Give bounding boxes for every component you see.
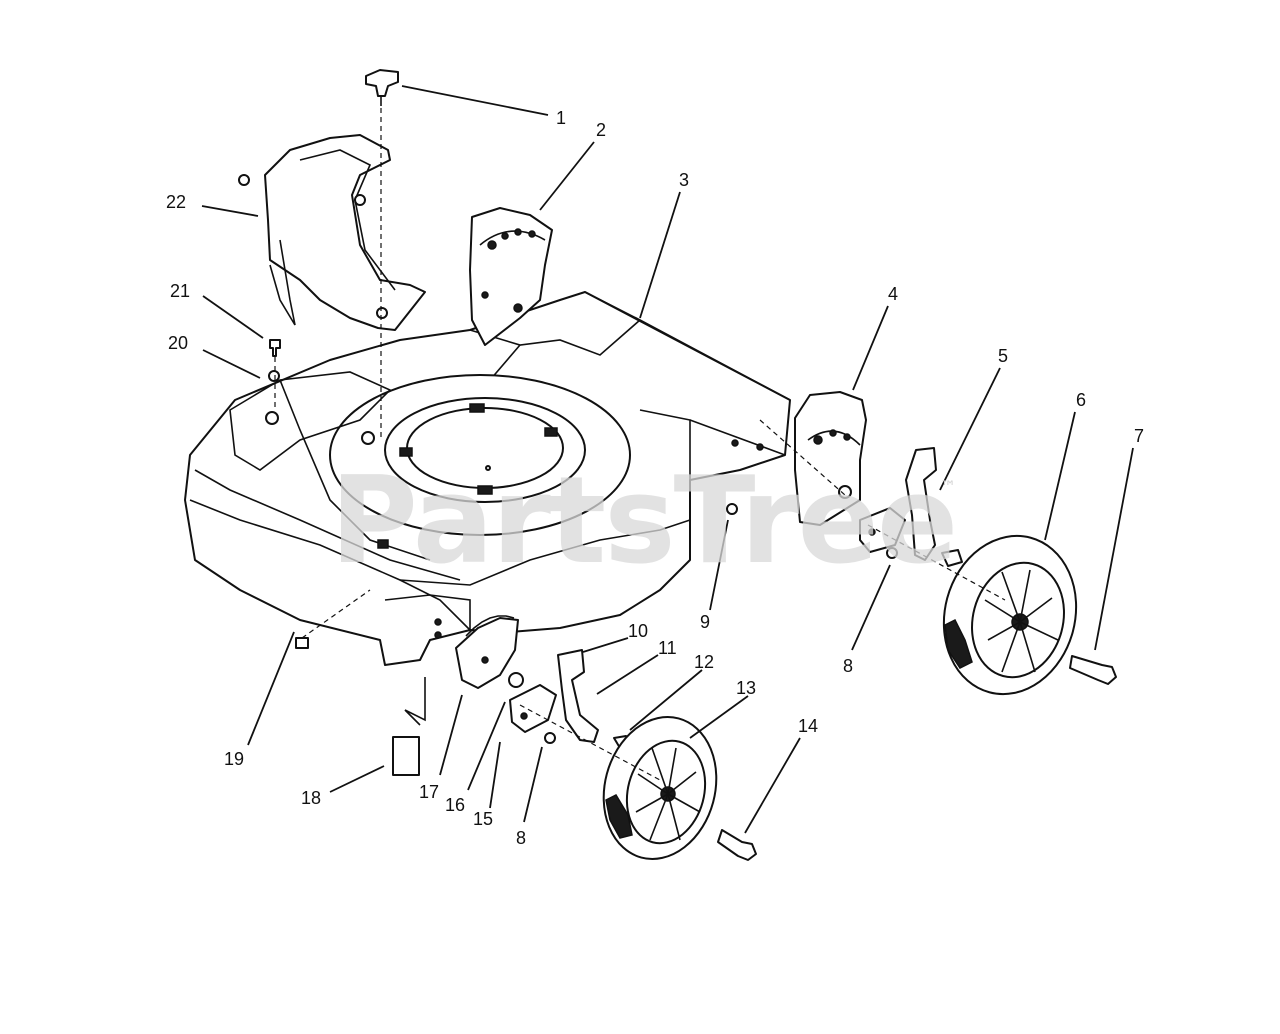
- watermark-trademark: ™: [940, 477, 956, 496]
- callout-6: 6: [1076, 390, 1086, 410]
- callout-4: 4: [888, 284, 898, 304]
- part-14-front-axle-bolt[interactable]: [717, 829, 757, 861]
- part-17-height-gear[interactable]: [455, 615, 519, 689]
- part-4-side-bracket[interactable]: [794, 391, 867, 526]
- part-9-nut[interactable]: [726, 503, 738, 515]
- callout-5: 5: [998, 346, 1008, 366]
- callout-19: 19: [224, 749, 244, 769]
- part-21-bolt[interactable]: [269, 339, 281, 357]
- part-2-height-bracket[interactable]: [469, 207, 553, 346]
- part-20-nut[interactable]: [268, 370, 280, 382]
- callout-20: 20: [168, 333, 188, 353]
- part-16-spacer[interactable]: [508, 672, 524, 688]
- callout-10: 10: [628, 621, 648, 641]
- part-18-plate[interactable]: [392, 736, 420, 776]
- callout-15: 15: [473, 809, 493, 829]
- part-19-nut[interactable]: [295, 637, 309, 649]
- callout-14: 14: [798, 716, 818, 736]
- part-1-wing-knob[interactable]: [365, 69, 399, 106]
- callout-18: 18: [301, 788, 321, 808]
- callout-2: 2: [596, 120, 606, 140]
- callout-17: 17: [419, 782, 439, 802]
- callout-11: 11: [658, 638, 677, 658]
- callout-13: 13: [736, 678, 756, 698]
- callout-8-front: 8: [516, 828, 526, 848]
- part-6-rear-wheel[interactable]: [927, 521, 1094, 709]
- part-12-bolt-rear[interactable]: [941, 549, 963, 567]
- callout-labels: 1 2 3 4 5 6 7 8 8 9 10 11 12 13 14 15 16…: [166, 108, 1144, 848]
- callout-21: 21: [170, 281, 190, 301]
- callout-12: 12: [694, 652, 714, 672]
- watermark-text: PartsTree: [330, 452, 956, 591]
- assembly-lines: [274, 108, 1006, 781]
- callout-16: 16: [445, 795, 465, 815]
- part-7-rear-axle-bolt[interactable]: [1069, 655, 1117, 685]
- callout-9: 9: [700, 612, 710, 632]
- part-8-washer-rear[interactable]: [886, 547, 898, 559]
- part-13-front-wheel[interactable]: [588, 704, 732, 872]
- part-10-height-lever[interactable]: [509, 649, 599, 743]
- callout-7: 7: [1134, 426, 1144, 446]
- callout-8-rear: 8: [843, 656, 853, 676]
- part-5-height-lever[interactable]: [859, 447, 937, 561]
- part-22-discharge-cover[interactable]: [238, 134, 426, 331]
- leader-lines: [201, 85, 1134, 834]
- watermark: PartsTree ™: [330, 452, 958, 591]
- mower-deck-housing[interactable]: [184, 291, 791, 666]
- callout-22: 22: [166, 192, 186, 212]
- callout-1: 1: [556, 108, 566, 128]
- callout-3: 3: [679, 170, 689, 190]
- part-8-washer-front[interactable]: [544, 732, 556, 744]
